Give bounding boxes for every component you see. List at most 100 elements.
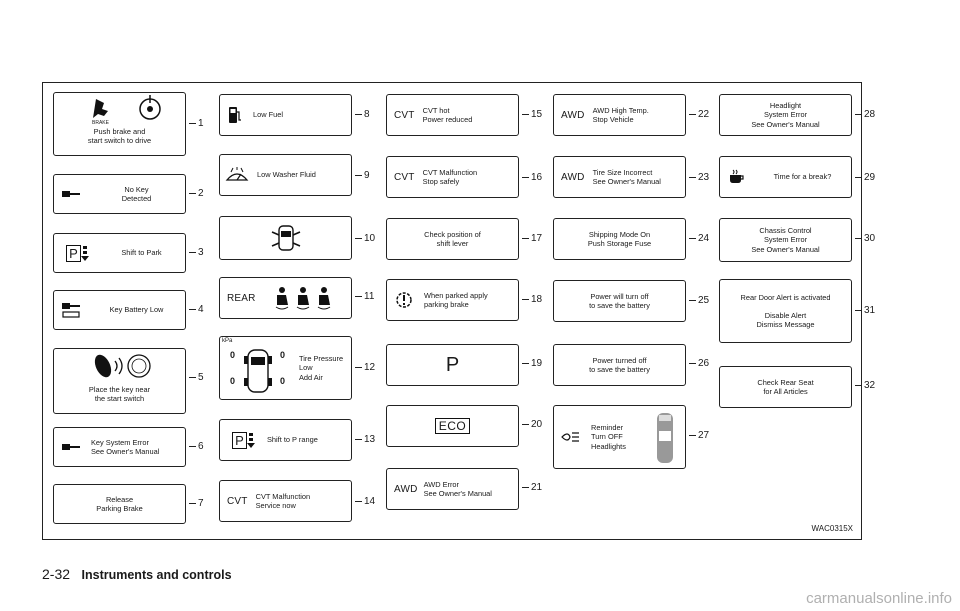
awd-tag: AWD xyxy=(561,109,585,121)
message-23: AWD Tire Size Incorrect See Owner's Manu… xyxy=(553,156,686,198)
message-text: Key System Error See Owner's Manual xyxy=(91,437,160,456)
tire-pressure-icon: kPa 0 0 0 0 xyxy=(220,338,296,398)
message-text: Place the key near the start switch xyxy=(88,385,151,404)
message-text: Headlight System Error See Owner's Manua… xyxy=(751,101,820,129)
message-text: AWD Error See Owner's Manual xyxy=(423,479,492,498)
rear-tag: REAR xyxy=(227,292,256,304)
message-10 xyxy=(219,216,352,260)
message-text: AWD High Temp. Stop Vehicle xyxy=(592,105,649,124)
message-12: kPa 0 0 0 0 Tire Pressure Low Add Air xyxy=(219,336,352,400)
callout-number: 2 xyxy=(189,188,204,199)
push-brake-start-icon: BRAKE xyxy=(54,93,185,127)
message-4: Key Battery Low xyxy=(53,290,186,330)
message-21: AWD AWD Error See Owner's Manual xyxy=(386,468,519,510)
message-6: Key System Error See Owner's Manual xyxy=(53,427,186,467)
key-icon xyxy=(54,442,88,452)
message-30: Chassis Control System Error See Owner's… xyxy=(719,218,852,262)
message-20: ECO xyxy=(386,405,519,447)
washer-fluid-icon xyxy=(220,166,254,184)
callout-number: 21 xyxy=(522,482,542,493)
section-title: Instruments and controls xyxy=(81,568,232,582)
message-text: Release Parking Brake xyxy=(96,494,143,513)
tire-value-rr: 0 xyxy=(280,376,286,386)
callout-number: 17 xyxy=(522,233,542,244)
callout-number: 1 xyxy=(189,118,204,129)
message-24: Shipping Mode On Push Storage Fuse xyxy=(553,218,686,260)
message-22: AWD AWD High Temp. Stop Vehicle xyxy=(553,94,686,136)
message-9: Low Washer Fluid xyxy=(219,154,352,196)
message-3: P Shift to Park xyxy=(53,233,186,273)
callout-number: 11 xyxy=(355,291,374,302)
message-text: CVT hot Power reduced xyxy=(422,105,473,124)
callout-number: 31 xyxy=(855,305,875,316)
message-19: P xyxy=(386,344,519,386)
message-29: Time for a break? xyxy=(719,156,852,198)
car-top-view-icon xyxy=(645,409,685,465)
kpa-label: kPa xyxy=(222,338,233,344)
parking-brake-warning-icon xyxy=(387,290,421,310)
callout-number: 14 xyxy=(355,496,375,507)
message-text: Chassis Control System Error See Owner's… xyxy=(751,226,820,254)
tire-value-rl: 0 xyxy=(230,376,236,386)
message-text: Low Fuel xyxy=(253,110,283,120)
message-text: Reminder Turn OFF Headlights xyxy=(591,423,626,451)
callout-number: 13 xyxy=(355,434,375,445)
figure-code: WAC0315X xyxy=(811,524,854,533)
key-near-start-icon xyxy=(85,349,155,385)
message-text: Key Battery Low xyxy=(109,305,164,315)
callout-number: 12 xyxy=(355,362,375,373)
message-text: Push brake and start switch to drive xyxy=(87,127,152,146)
message-17: Check position of shift lever xyxy=(386,218,519,260)
callout-number: 32 xyxy=(855,380,875,391)
page-number: 2-32 xyxy=(42,566,71,582)
callout-number: 19 xyxy=(522,358,542,369)
callout-number: 23 xyxy=(689,172,709,183)
callout-number: 22 xyxy=(689,109,709,120)
callout-number: 20 xyxy=(522,419,542,430)
watermark: carmanualsonline.info xyxy=(806,590,952,607)
message-28: Headlight System Error See Owner's Manua… xyxy=(719,94,852,136)
message-15: CVT CVT hot Power reduced xyxy=(386,94,519,136)
message-8: Low Fuel xyxy=(219,94,352,136)
callout-number: 18 xyxy=(522,294,542,305)
callout-number: 26 xyxy=(689,358,709,369)
message-1: BRAKE Push brake and start switch to dri… xyxy=(53,92,186,156)
callout-number: 30 xyxy=(855,233,875,244)
tire-value-fl: 0 xyxy=(230,350,236,360)
message-27: Reminder Turn OFF Headlights xyxy=(553,405,686,469)
callout-number: 6 xyxy=(189,441,204,452)
car-doors-open-icon xyxy=(268,223,304,253)
message-text: Low Washer Fluid xyxy=(257,170,316,180)
rear-seatbelt-icon xyxy=(256,285,351,311)
fuel-pump-icon xyxy=(220,106,250,124)
message-text: Power will turn off to save the battery xyxy=(589,291,650,310)
callout-number: 5 xyxy=(189,372,204,383)
awd-tag: AWD xyxy=(394,483,418,495)
cvt-tag: CVT xyxy=(394,171,415,183)
callout-number: 29 xyxy=(855,172,875,183)
message-text: Time for a break? xyxy=(773,172,832,182)
message-text: Tire Size Incorrect See Owner's Manual xyxy=(592,167,661,186)
callout-number: 4 xyxy=(189,304,204,315)
callout-number: 9 xyxy=(355,170,370,181)
message-text: Shift to P range xyxy=(267,435,318,445)
message-text: Tire Pressure Low Add Air xyxy=(299,354,344,382)
message-25: Power will turn off to save the battery xyxy=(553,280,686,322)
message-text: Check Rear Seat for All Articles xyxy=(757,377,814,396)
message-11: REAR xyxy=(219,277,352,319)
headlight-reminder-icon xyxy=(554,430,588,444)
message-text: CVT Malfunction Service now xyxy=(255,491,311,510)
callout-number: 8 xyxy=(355,109,370,120)
message-text: Power turned off to save the battery xyxy=(589,355,650,374)
cvt-tag: CVT xyxy=(227,495,248,507)
page-footer: 2-32 Instruments and controls xyxy=(42,566,232,582)
callout-number: 7 xyxy=(189,498,204,509)
message-7: Release Parking Brake xyxy=(53,484,186,524)
shift-p-range-icon: P xyxy=(220,431,264,449)
message-18: When parked apply parking brake xyxy=(386,279,519,321)
callout-number: 15 xyxy=(522,109,542,120)
shift-park-icon: P xyxy=(54,244,98,262)
message-text: Shipping Mode On Push Storage Fuse xyxy=(587,229,652,248)
message-5: Place the key near the start switch xyxy=(53,348,186,414)
callout-number: 3 xyxy=(189,247,204,258)
